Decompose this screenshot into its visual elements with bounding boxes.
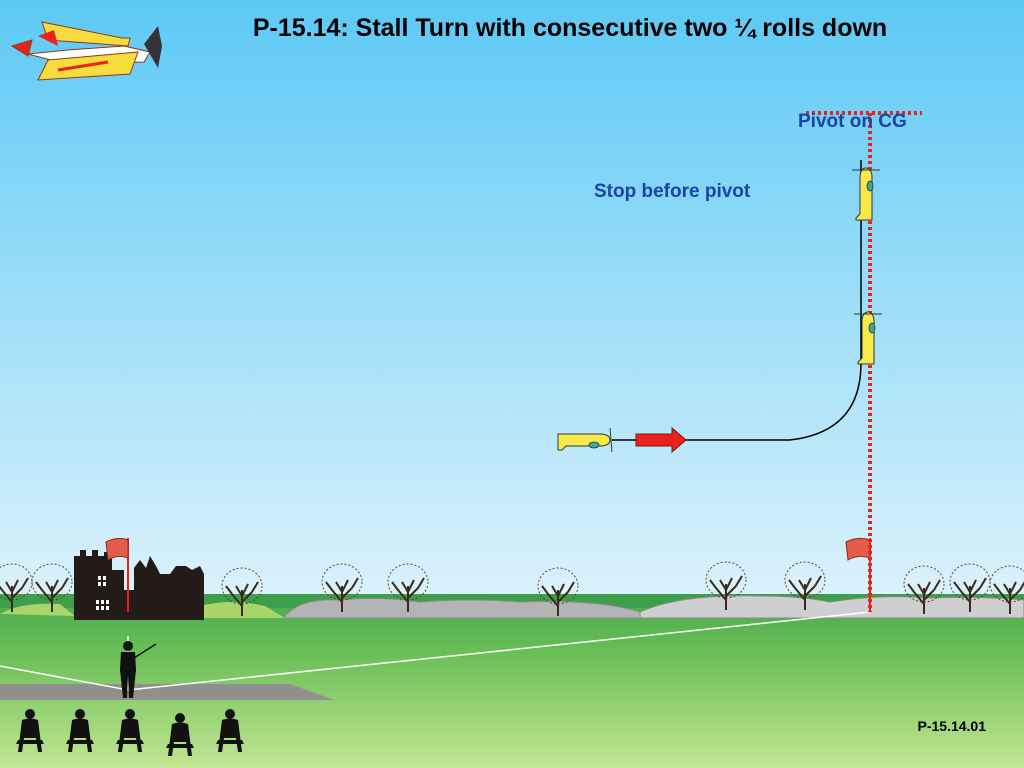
direction-arrow-icon (635, 426, 687, 454)
pilot-silhouette-icon (120, 641, 157, 698)
aircraft-vertical-upper (852, 167, 880, 221)
stop-label: Stop before pivot (594, 181, 751, 202)
figure-code: P-15.14.01 (917, 718, 987, 734)
pivot-line (806, 111, 922, 612)
flag-icon (845, 537, 871, 561)
flag-icon (105, 537, 129, 561)
page-title: P-15.14: Stall Turn with consecutive two… (252, 14, 888, 42)
aircraft-horizontal (557, 427, 613, 453)
aircraft-vertical-lower (854, 311, 882, 365)
pivot-label: Pivot on CG (798, 111, 907, 132)
aerobatic-plane-icon (10, 21, 162, 81)
sky-background (0, 0, 1024, 600)
runway (0, 684, 334, 700)
flight-path (612, 160, 862, 441)
grass-field (0, 594, 1024, 768)
ruin-windows (96, 576, 109, 610)
distant-bushes-left (0, 603, 75, 616)
